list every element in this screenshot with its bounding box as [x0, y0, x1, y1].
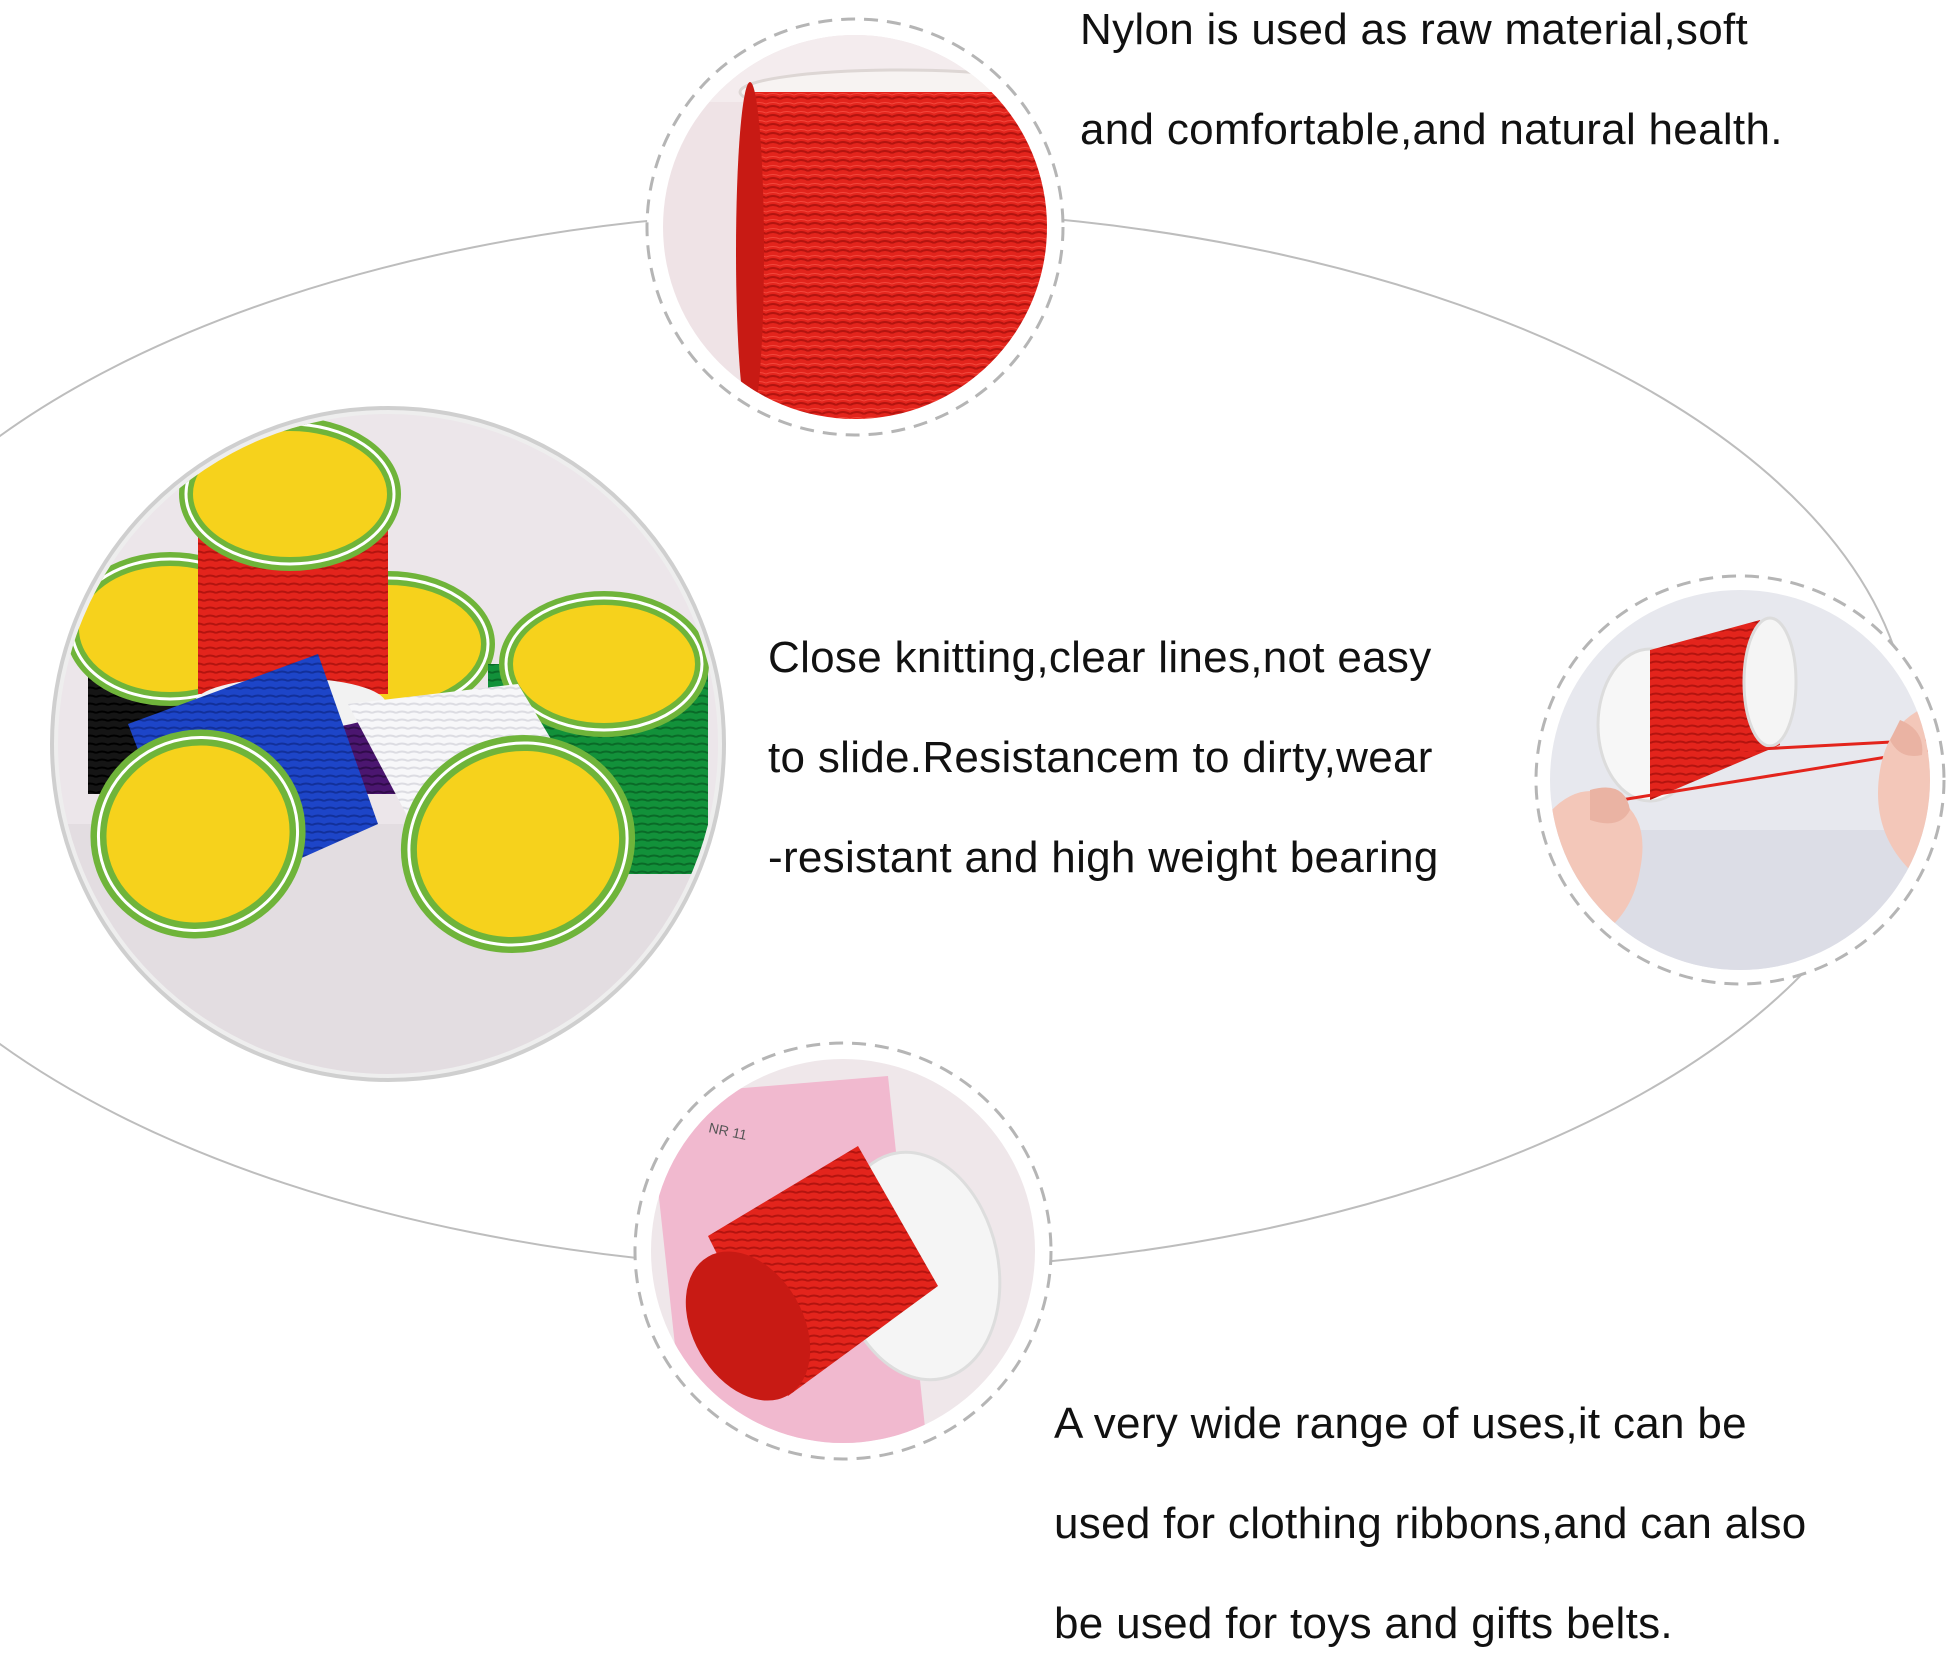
feature-line: -resistant and high weight bearing	[768, 833, 1439, 882]
feature-line: Nylon is used as raw material,soft	[1080, 5, 1749, 54]
red-cord-spool	[750, 92, 1047, 419]
white-spool	[348, 684, 636, 953]
feature-durability-text: Close knitting,clear lines,not easy to s…	[768, 608, 1439, 908]
feature-material-text: Nylon is used as raw material,soft and c…	[1080, 0, 1783, 180]
feature-uses-text: A very wide range of uses,it can be used…	[1054, 1374, 1807, 1656]
feature-line: A very wide range of uses,it can be	[1054, 1399, 1747, 1448]
feature-line: be used for toys and gifts belts.	[1054, 1599, 1673, 1648]
feature-line: Close knitting,clear lines,not easy	[768, 633, 1432, 682]
top-photo-circle	[645, 17, 1065, 437]
hands-photo-circle	[1534, 574, 1946, 986]
blue-spool	[90, 654, 378, 939]
card-label-text: NR 11	[707, 1119, 748, 1143]
spools-photo-circle	[50, 406, 726, 1082]
feature-line: to slide.Resistancem to dirty,wear	[768, 733, 1433, 782]
bottom-photo-circle: NR 11	[633, 1041, 1053, 1461]
feature-line: used for clothing ribbons,and can also	[1054, 1499, 1807, 1548]
feature-line: and comfortable,and natural health.	[1080, 105, 1783, 154]
